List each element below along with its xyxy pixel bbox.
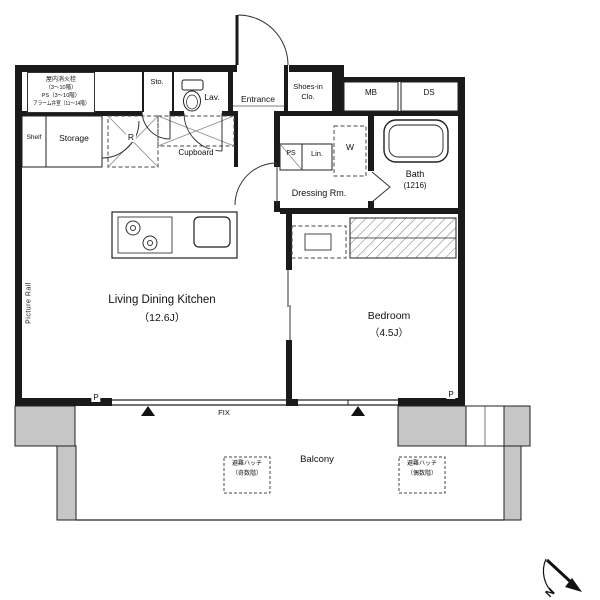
stove-burner-icons [125, 220, 158, 251]
shelf-box [21, 115, 47, 168]
label-mb: MB [365, 88, 377, 97]
label-bedroom-size: （4.5J） [369, 328, 409, 339]
bath-folding-door-icon [371, 171, 391, 203]
escape-hatch-boxes [223, 456, 446, 494]
label-refrigerator: R [125, 132, 137, 142]
equipment-note-line1: 屋内消火栓 [45, 76, 76, 83]
label-linen: Lin. [310, 149, 324, 158]
label-escape-hatch-even-1: 避難ハッチ [406, 461, 438, 467]
interior-walls [22, 65, 464, 406]
lavatory-door-icon [183, 112, 223, 152]
label-entrance: Entrance [240, 94, 276, 104]
bedroom-counter-inner [304, 233, 332, 251]
equipment-note-line2: （3〜10階） [45, 85, 77, 92]
compass-icon: N [542, 558, 582, 599]
label-bedroom: Bedroom [367, 310, 411, 322]
label-storage: Storage [59, 133, 89, 143]
bedroom-sliding-door-icon [287, 270, 291, 341]
label-ps: PS [286, 150, 296, 157]
dressing-door-icon [234, 162, 278, 206]
label-ldk-size: （12.6J） [138, 312, 186, 324]
label-sto: Sto. [150, 77, 164, 86]
label-dressing-room: Dressing Rm. [291, 188, 347, 198]
label-bath-size: (1216) [403, 181, 427, 190]
label-picture-rail: Picture Rail [25, 282, 33, 324]
label-escape-hatch-odd-2: （奇数階） [231, 471, 263, 477]
room-outline-boxes [21, 81, 459, 171]
kitchen-sink [193, 216, 231, 248]
label-shelf: Shelf [26, 134, 42, 141]
equipment-note-box: 屋内消火栓 （3〜10階） PS（3〜10階） アラーム弁室（11〜14階） [27, 72, 95, 113]
label-ds: DS [423, 88, 435, 97]
stove-area [117, 216, 173, 254]
label-cupboard: Cupboard [176, 148, 216, 157]
entrance-door-icon [235, 14, 289, 66]
linen-box [301, 143, 333, 171]
washer-space [333, 125, 367, 177]
label-ldk: Living Dining Kitchen [108, 294, 216, 306]
equipment-note-line4: アラーム弁室（11〜14階） [32, 101, 90, 108]
windows [112, 399, 398, 406]
label-pillar-left: P [91, 393, 101, 402]
fixture-diagonals [107, 115, 303, 171]
label-shoes-in-1: Shoes-in [293, 82, 323, 91]
mb-box [343, 81, 399, 112]
label-shoes-in-2: Clo. [301, 92, 315, 101]
storage-door-icon [101, 120, 140, 159]
dashed-fixtures [107, 115, 367, 259]
equipment-note-line3: PS（3〜10階） [41, 93, 81, 100]
balcony-structure [14, 405, 531, 521]
kitchen-counter [111, 211, 238, 259]
window-markers [141, 406, 365, 416]
label-bath: Bath [405, 169, 425, 179]
label-washer: W [345, 142, 355, 152]
door-swings [101, 14, 291, 341]
refrigerator-space [107, 115, 159, 168]
bedroom-counter-space [291, 225, 347, 259]
ds-box [400, 81, 459, 112]
label-balcony: Balcony [300, 454, 334, 465]
label-escape-hatch-odd-1: 避難ハッチ [231, 461, 263, 467]
toilet-icon [181, 79, 204, 112]
cupboard-space [157, 115, 235, 147]
label-pillar-right: P [446, 390, 456, 399]
outer-walls [15, 65, 465, 406]
label-escape-hatch-even-2: （偶数階） [406, 471, 438, 477]
sto-door-icon [141, 110, 171, 140]
storage-box [45, 115, 103, 168]
compass-n-label: N [542, 585, 556, 599]
bathtub-icon [383, 119, 449, 163]
label-fix-window: FIX [216, 408, 232, 417]
label-lavatory: Lav. [204, 92, 220, 102]
